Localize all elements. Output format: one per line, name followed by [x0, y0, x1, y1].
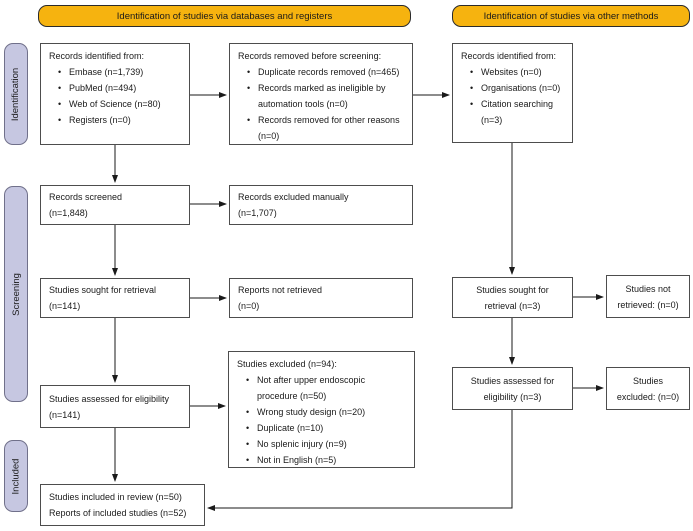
box-title: Studies excluded (n=94):	[237, 359, 337, 369]
box-line: eligibility (n=3)	[483, 391, 542, 402]
bullet-item: Records removed for other reasons (n=0)	[238, 112, 406, 144]
bullet-item: Wrong study design (n=20)	[237, 404, 408, 420]
box-records-identified-other: Records identified from: Websites (n=0) …	[452, 43, 573, 143]
bullet-item: No splenic injury (n=9)	[237, 436, 408, 452]
box-line: retrieval (n=3)	[484, 300, 541, 311]
box-records-removed-before-screening: Records removed before screening: Duplic…	[229, 43, 413, 145]
box-line: Studies not	[625, 283, 671, 294]
box-line: retrieved: (n=0)	[617, 299, 679, 310]
bullet-item: Duplicate (n=10)	[237, 420, 408, 436]
box-records-identified-databases: Records identified from: Embase (n=1,739…	[40, 43, 190, 145]
box-line: (n=141)	[49, 301, 81, 311]
box-line: (n=141)	[49, 409, 81, 420]
box-records-excluded-manually: Records excluded manually (n=1,707)	[229, 185, 413, 225]
box-line: Studies assessed for	[470, 375, 555, 386]
stage-screening: Screening	[4, 186, 28, 402]
box-line: (n=0)	[238, 301, 260, 311]
box-studies-sought-databases: Studies sought for retrieval (n=141)	[40, 278, 190, 318]
stage-included-label: Included	[10, 458, 22, 494]
box-line: Studies assessed for eligibility	[49, 393, 170, 404]
bullet-item: PubMed (n=494)	[49, 80, 183, 96]
box-studies-not-retrieved-other: Studies not retrieved: (n=0)	[606, 275, 690, 318]
stage-screening-label: Screening	[10, 272, 22, 316]
bullet-item: Web of Science (n=80)	[49, 96, 183, 112]
bullet-item: Not after upper endoscopic procedure (n=…	[237, 372, 408, 404]
bullet-item: Not in English (n=5)	[237, 452, 408, 467]
stage-included: Included	[4, 440, 28, 512]
box-line: Records screened	[49, 192, 123, 202]
header-other-methods: Identification of studies via other meth…	[452, 5, 690, 27]
box-studies-excluded-databases: Studies excluded (n=94): Not after upper…	[228, 351, 415, 468]
bullet-item: Embase (n=1,739)	[49, 64, 183, 80]
box-studies-assessed-other: Studies assessed for eligibility (n=3)	[452, 367, 573, 410]
box-studies-assessed-databases: Studies assessed for eligibility (n=141)	[40, 385, 190, 428]
box-studies-excluded-other: Studies excluded: (n=0)	[606, 367, 690, 410]
bullet-item: Registers (n=0)	[49, 112, 183, 128]
stage-identification-label: Identification	[10, 67, 22, 121]
box-records-screened: Records screened (n=1,848)	[40, 185, 190, 225]
box-line: Reports of included studies (n=52)	[49, 508, 187, 518]
arrow-assessed-other-to-included	[207, 410, 513, 511]
bullet-item: Websites (n=0)	[461, 64, 566, 80]
box-line: excluded: (n=0)	[616, 391, 680, 402]
box-line: (n=1,848)	[49, 208, 88, 218]
box-line: Studies included in review (n=50)	[49, 492, 182, 502]
header-databases-registers: Identification of studies via databases …	[38, 5, 411, 27]
box-line: Studies sought for	[476, 284, 549, 295]
box-line: Reports not retrieved	[238, 285, 323, 295]
bullet-item: Duplicate records removed (n=465)	[238, 64, 406, 80]
box-line: (n=1,707)	[238, 208, 277, 218]
box-reports-not-retrieved: Reports not retrieved (n=0)	[229, 278, 413, 318]
box-line: Studies sought for retrieval	[49, 285, 157, 295]
bullet-item: Records marked as ineligible by automati…	[238, 80, 406, 112]
bullet-item: Organisations (n=0)	[461, 80, 566, 96]
box-line: Studies	[632, 375, 664, 386]
box-title: Records removed before screening:	[238, 51, 382, 61]
box-title: Records identified from:	[461, 51, 557, 61]
bullet-item: Citation searching (n=3)	[461, 96, 566, 128]
box-line: Records excluded manually	[238, 192, 349, 202]
box-studies-sought-other: Studies sought for retrieval (n=3)	[452, 277, 573, 318]
box-studies-included: Studies included in review (n=50) Report…	[40, 484, 205, 526]
box-title: Records identified from:	[49, 51, 145, 61]
stage-identification: Identification	[4, 43, 28, 145]
